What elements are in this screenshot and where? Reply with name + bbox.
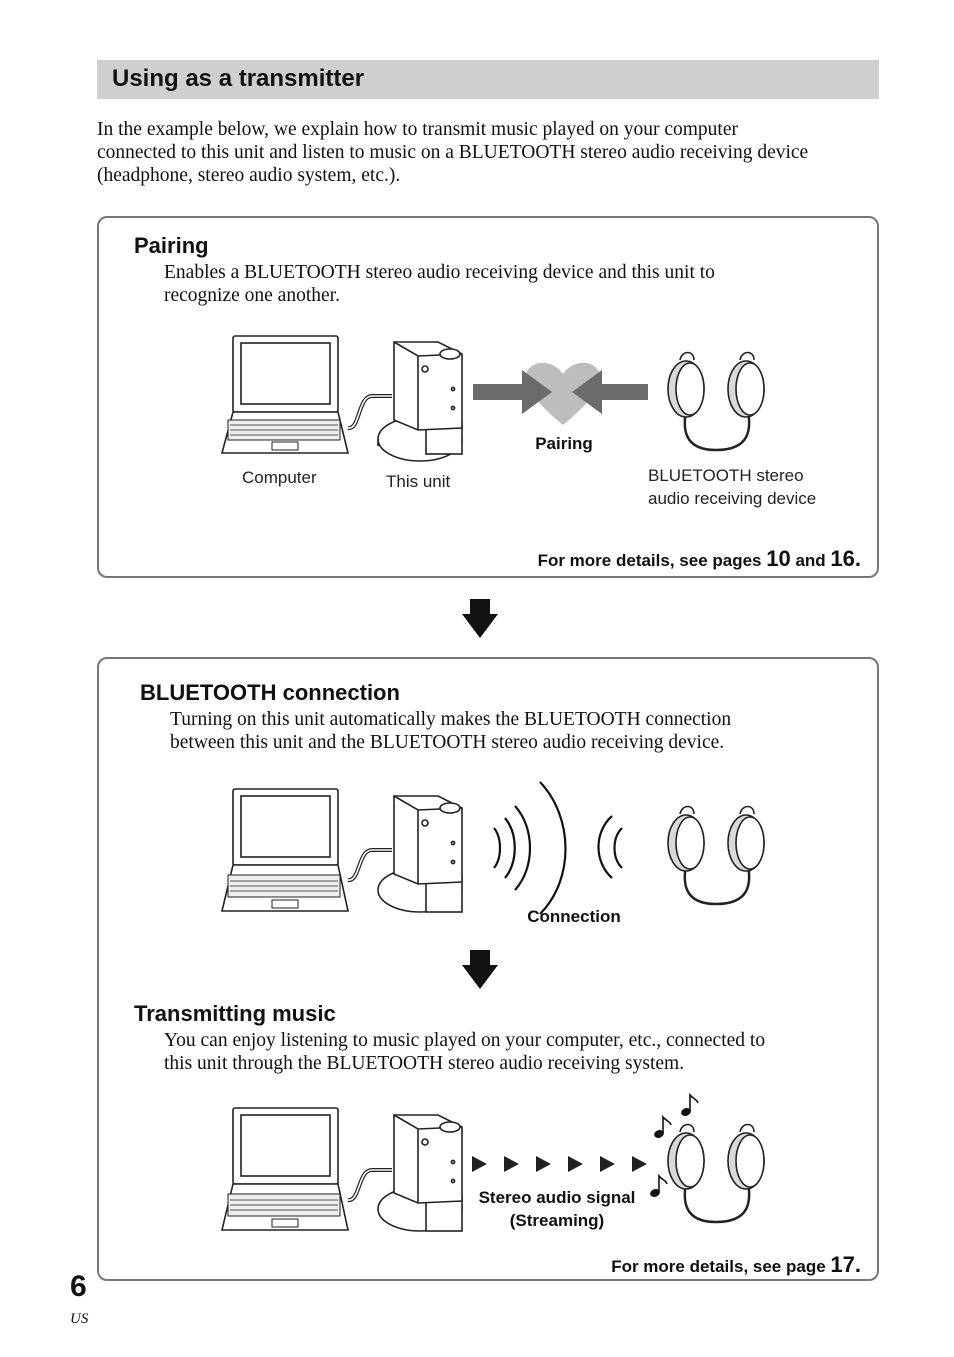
section-title-bar: Using as a transmitter — [97, 60, 879, 99]
device-label-line: audio receiving device — [648, 489, 817, 508]
transmitter-unit-icon — [377, 1114, 463, 1232]
region-code: US — [70, 1311, 89, 1327]
pairing-desc-line: Enables a BLUETOOTH stereo audio receivi… — [164, 262, 715, 283]
headphones-icon — [667, 351, 765, 452]
more-prefix: For more details, see page — [611, 1257, 831, 1276]
connection-desc-line: Turning on this unit automatically makes… — [170, 709, 732, 730]
transmitting-heading: Transmitting music — [134, 1001, 336, 1026]
connection-heading: BLUETOOTH connection — [140, 680, 400, 705]
connection-panel — [97, 657, 879, 1281]
signal-label-line: Stereo audio signal — [478, 1188, 636, 1207]
transmitting-desc-line: this unit through the BLUETOOTH stereo a… — [164, 1053, 685, 1074]
signal-label-line: (Streaming) — [509, 1211, 605, 1230]
intro-line: (headphone, stereo audio system, etc.). — [97, 165, 401, 186]
laptop-icon — [220, 335, 350, 454]
intro-line: connected to this unit and listen to mus… — [97, 142, 809, 163]
pairing-more-details: For more details, see pages 10 and 16. — [440, 546, 861, 572]
intro-line: In the example below, we explain how to … — [97, 119, 738, 140]
transmitting-desc-line: You can enjoy listening to music played … — [164, 1030, 766, 1051]
pairing-panel — [97, 216, 879, 578]
intro-paragraph: In the example below, we explain how to … — [97, 118, 887, 187]
page-ref: 10 — [766, 546, 791, 571]
pairing-desc-line: recognize one another. — [164, 285, 340, 306]
connection-desc-line: between this unit and the BLUETOOTH ster… — [170, 732, 725, 753]
connection-description: Turning on this unit automatically makes… — [170, 708, 731, 754]
more-suffix: . — [854, 546, 861, 571]
transmitting-more-details: For more details, see page 17. — [440, 1252, 861, 1278]
arrow-left-icon — [572, 370, 648, 414]
section-title: Using as a transmitter — [112, 65, 365, 92]
page-number: 6 — [70, 1270, 87, 1303]
device-label: BLUETOOTH stereo audio receiving device — [648, 464, 816, 510]
pairing-heading: Pairing — [134, 233, 209, 258]
laptop-icon — [220, 1107, 349, 1231]
radio-wave-icon — [493, 781, 623, 915]
arrow-down-icon — [462, 950, 498, 989]
unit-label: This unit — [386, 472, 451, 491]
pairing-description: Enables a BLUETOOTH stereo audio receivi… — [164, 261, 715, 307]
transmitter-unit-icon — [377, 795, 463, 913]
transmitting-description: You can enjoy listening to music played … — [164, 1029, 765, 1075]
page-ref: 17 — [830, 1252, 855, 1277]
headphones-icon — [667, 1123, 765, 1224]
arrow-right-icon — [473, 370, 552, 414]
heart-icon — [525, 362, 601, 425]
device-label-line: BLUETOOTH stereo — [648, 466, 804, 485]
signal-label: Stereo audio signal (Streaming) — [462, 1186, 652, 1232]
laptop-icon — [220, 788, 349, 912]
connection-label: Connection — [527, 907, 621, 926]
headphones-icon — [667, 805, 765, 906]
more-suffix: . — [854, 1252, 861, 1277]
more-prefix: For more details, see pages — [537, 551, 767, 570]
more-and: and — [790, 551, 831, 570]
play-triangle-icon — [472, 1156, 647, 1172]
computer-label: Computer — [242, 468, 317, 487]
music-note-icon — [650, 1092, 699, 1197]
page-ref: 16 — [830, 546, 855, 571]
pairing-label: Pairing — [535, 434, 593, 453]
transmitter-unit-icon — [377, 341, 463, 462]
